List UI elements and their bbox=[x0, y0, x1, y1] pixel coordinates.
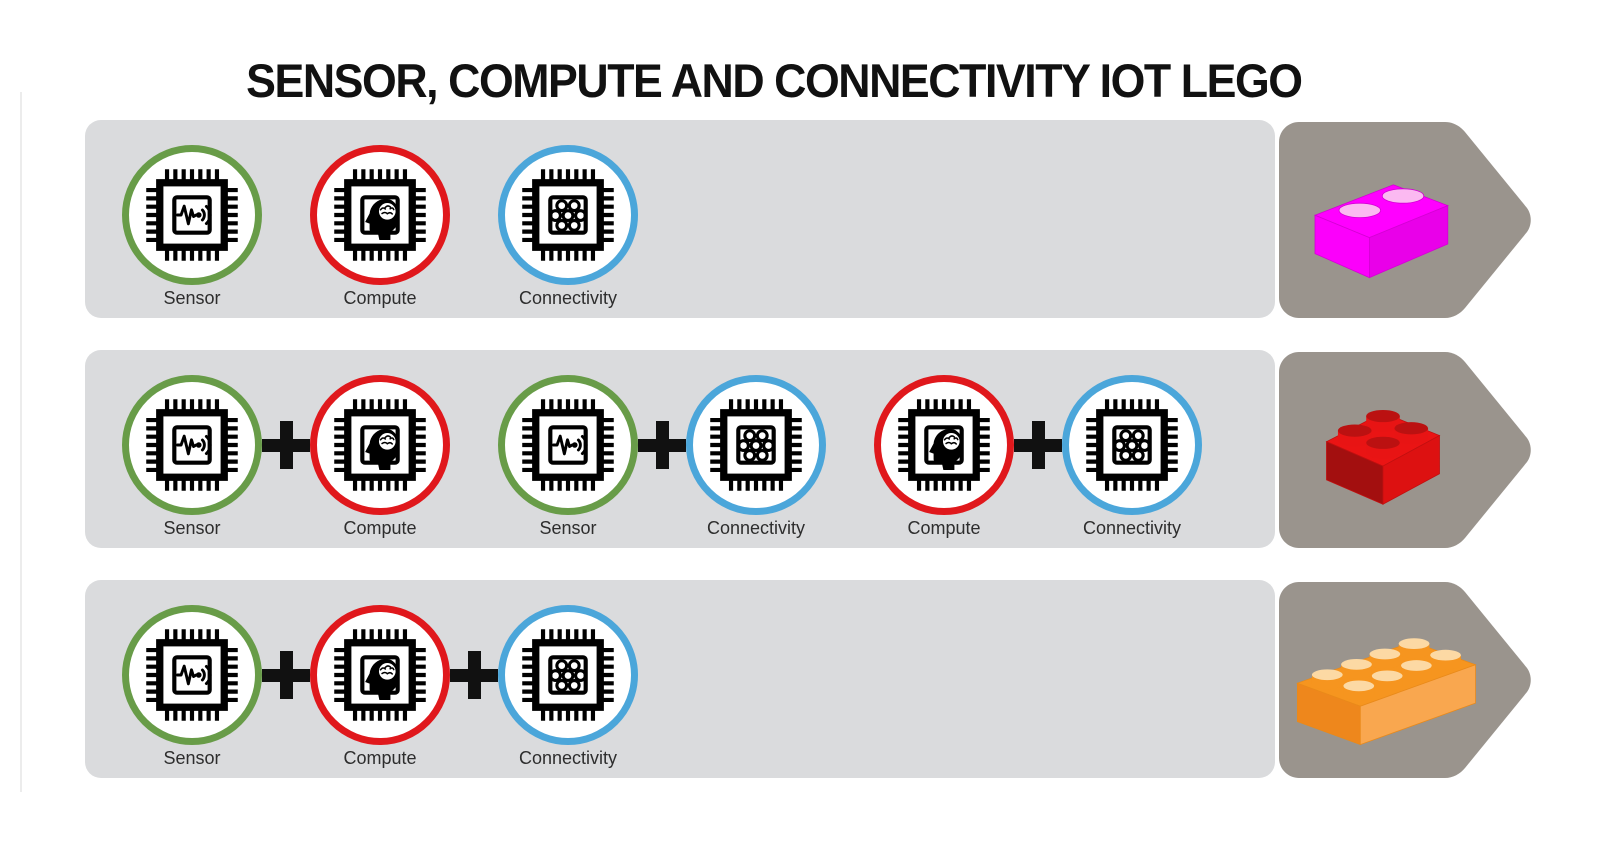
chip-icon bbox=[1080, 393, 1184, 497]
studs bbox=[1311, 638, 1461, 701]
component-label: Compute bbox=[343, 288, 417, 308]
plus-icon bbox=[262, 421, 310, 469]
component-label: Sensor bbox=[163, 748, 221, 768]
component-icon-connectivity: Connectivity bbox=[1057, 375, 1207, 539]
page-title: SENSOR, COMPUTE AND CONNECTIVITY IOT LEG… bbox=[246, 54, 1303, 108]
studs bbox=[1338, 188, 1425, 227]
component-ring bbox=[498, 375, 638, 515]
row-background bbox=[85, 120, 1275, 318]
component-label: Sensor bbox=[163, 288, 221, 308]
chip-icon bbox=[328, 163, 432, 267]
component-ring bbox=[122, 375, 262, 515]
chip-icon bbox=[140, 393, 244, 497]
chip-icon bbox=[516, 393, 620, 497]
component-icon-connectivity: Connectivity bbox=[493, 605, 643, 769]
lego-brick-1x2-magenta bbox=[1313, 184, 1449, 279]
component-ring bbox=[310, 605, 450, 745]
component-ring bbox=[1062, 375, 1202, 515]
result-arrow bbox=[1277, 350, 1540, 550]
component-icon-connectivity: Connectivity bbox=[493, 145, 643, 309]
chip-icon bbox=[892, 393, 996, 497]
studs bbox=[1337, 409, 1429, 459]
component-ring bbox=[874, 375, 1014, 515]
component-icon-sensor: Sensor bbox=[493, 375, 643, 539]
component-label: Compute bbox=[343, 518, 417, 538]
component-icon-sensor: Sensor bbox=[117, 145, 267, 309]
component-label: Connectivity bbox=[1082, 518, 1182, 538]
component-icon-sensor: Sensor bbox=[117, 375, 267, 539]
component-ring bbox=[122, 605, 262, 745]
row-single-components: Sensor Compute Connectivity bbox=[0, 120, 1600, 320]
chip-icon bbox=[328, 623, 432, 727]
left-guide-line bbox=[20, 92, 22, 792]
component-label: Sensor bbox=[539, 518, 597, 538]
component-icon-compute: Compute bbox=[869, 375, 1019, 539]
lego-brick-2x2-red bbox=[1325, 409, 1441, 505]
component-label: Compute bbox=[907, 518, 981, 538]
component-ring bbox=[310, 145, 450, 285]
component-ring bbox=[498, 145, 638, 285]
component-icon-sensor: Sensor bbox=[117, 605, 267, 769]
component-label: Connectivity bbox=[518, 288, 618, 308]
component-icon-connectivity: Connectivity bbox=[681, 375, 831, 539]
chip-icon bbox=[140, 163, 244, 267]
chip-icon bbox=[328, 393, 432, 497]
component-ring bbox=[122, 145, 262, 285]
row-content: Sensor Compute Connectivity bbox=[0, 120, 1275, 318]
plus-icon bbox=[1014, 421, 1062, 469]
component-ring bbox=[498, 605, 638, 745]
component-label: Connectivity bbox=[518, 748, 618, 768]
plus-icon bbox=[638, 421, 686, 469]
component-label: Connectivity bbox=[706, 518, 806, 538]
row-all-components: Sensor Compute Connectivity bbox=[0, 580, 1600, 780]
component-icon-compute: Compute bbox=[305, 605, 455, 769]
result-arrow bbox=[1277, 120, 1540, 320]
component-icon-compute: Compute bbox=[305, 375, 455, 539]
chip-icon bbox=[516, 623, 620, 727]
plus-icon bbox=[262, 651, 310, 699]
plus-icon bbox=[450, 651, 498, 699]
row-content: Sensor Compute Sensor Connectivity bbox=[0, 350, 1275, 548]
component-ring bbox=[310, 375, 450, 515]
chip-icon bbox=[704, 393, 808, 497]
component-label: Sensor bbox=[163, 518, 221, 538]
chip-icon bbox=[140, 623, 244, 727]
row-content: Sensor Compute Connectivity bbox=[0, 580, 1275, 778]
component-icon-compute: Compute bbox=[305, 145, 455, 309]
row-paired-components: Sensor Compute Sensor Connectivity bbox=[0, 350, 1600, 550]
lego-brick-2x4-orange bbox=[1296, 638, 1477, 746]
component-ring bbox=[686, 375, 826, 515]
component-label: Compute bbox=[343, 748, 417, 768]
chip-icon bbox=[516, 163, 620, 267]
result-arrow bbox=[1277, 580, 1540, 780]
